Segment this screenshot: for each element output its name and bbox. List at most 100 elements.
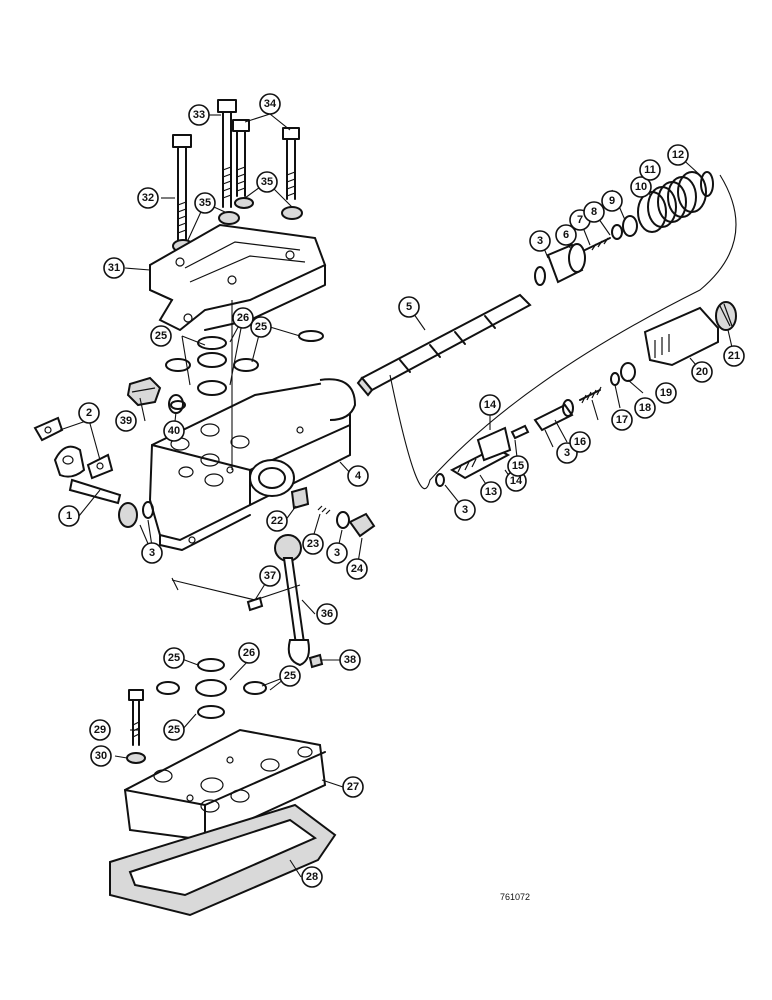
callout-12: 12 <box>667 144 689 166</box>
spring-11 <box>637 171 707 233</box>
o-ring-3-upper <box>534 266 546 286</box>
spring-parts-7-10 <box>584 215 638 251</box>
callout-25: 25 <box>250 316 272 338</box>
svg-text:3: 3 <box>334 547 340 559</box>
drawing-number: 761072 <box>500 892 530 902</box>
shaft-1 <box>53 445 122 505</box>
svg-text:1: 1 <box>66 510 72 522</box>
spring-17 <box>579 386 602 404</box>
svg-text:18: 18 <box>639 402 651 414</box>
callout-23: 23 <box>302 533 324 555</box>
callout-1: 1 <box>58 505 80 527</box>
svg-text:36: 36 <box>321 608 333 620</box>
svg-text:40: 40 <box>168 425 180 437</box>
svg-text:32: 32 <box>142 192 154 204</box>
svg-text:26: 26 <box>243 647 255 659</box>
callout-25: 25 <box>163 647 185 669</box>
svg-text:14: 14 <box>484 399 497 411</box>
svg-text:25: 25 <box>284 670 296 682</box>
svg-text:27: 27 <box>347 781 359 793</box>
svg-text:3: 3 <box>537 235 543 247</box>
ball-15 <box>510 424 530 440</box>
svg-text:2: 2 <box>86 407 92 419</box>
svg-text:14: 14 <box>510 475 523 487</box>
bolt-34-right <box>282 127 300 200</box>
o-ring-3-stem <box>435 473 445 487</box>
washer-30 <box>126 752 146 764</box>
svg-text:16: 16 <box>574 436 586 448</box>
bolt-33 <box>217 99 237 208</box>
callout-14: 14 <box>479 394 501 416</box>
seal-washer <box>118 501 154 528</box>
callout-3: 3 <box>141 542 163 564</box>
svg-text:30: 30 <box>95 750 107 762</box>
svg-text:33: 33 <box>193 109 205 121</box>
callout-27: 27 <box>342 776 364 798</box>
svg-text:4: 4 <box>355 470 362 482</box>
callout-3: 3 <box>326 542 348 564</box>
callout-39: 39 <box>115 410 137 432</box>
svg-text:29: 29 <box>94 724 106 736</box>
fitting-22 <box>290 486 310 510</box>
svg-text:9: 9 <box>609 195 615 207</box>
callout-29: 29 <box>89 719 111 741</box>
callout-26: 26 <box>232 307 254 329</box>
callout-40: 40 <box>163 420 185 442</box>
svg-text:20: 20 <box>696 366 708 378</box>
ring-12 <box>700 171 714 197</box>
spring-23 <box>317 505 331 515</box>
callout-2: 2 <box>78 402 100 424</box>
callout-11: 11 <box>639 159 661 181</box>
callout-33: 33 <box>188 104 210 126</box>
callout-17: 17 <box>611 409 633 431</box>
svg-text:37: 37 <box>264 570 276 582</box>
svg-text:28: 28 <box>306 871 318 883</box>
link-2 <box>33 416 114 480</box>
svg-text:39: 39 <box>120 415 132 427</box>
callout-25: 25 <box>150 325 172 347</box>
plunger-16 <box>533 399 574 432</box>
callout-26: 26 <box>238 642 260 664</box>
callout-18: 18 <box>634 397 656 419</box>
svg-text:24: 24 <box>351 563 364 575</box>
callout-28: 28 <box>301 866 323 888</box>
callout-6: 6 <box>555 224 577 246</box>
washer-18 <box>610 372 620 386</box>
callout-3: 3 <box>454 499 476 521</box>
svg-text:10: 10 <box>635 181 647 193</box>
sleeve-6 <box>546 243 586 284</box>
stem-13 <box>449 426 512 480</box>
pin-38 <box>308 653 324 669</box>
callout-25: 25 <box>163 719 185 741</box>
callout-36: 36 <box>316 603 338 625</box>
plug-39 <box>126 376 162 407</box>
callout-5: 5 <box>398 296 420 318</box>
callout-3: 3 <box>529 230 551 252</box>
callout-21: 21 <box>723 345 745 367</box>
callout-4: 4 <box>347 465 369 487</box>
svg-text:6: 6 <box>563 229 569 241</box>
callout-37: 37 <box>259 565 281 587</box>
o-rings-lower <box>156 658 267 719</box>
bolt-29 <box>128 689 144 746</box>
svg-text:23: 23 <box>307 538 319 550</box>
svg-text:38: 38 <box>344 654 356 666</box>
callout-20: 20 <box>691 361 713 383</box>
callout-34: 34 <box>259 93 281 115</box>
callout-8: 8 <box>583 201 605 223</box>
svg-text:26: 26 <box>237 312 249 324</box>
callout-22: 22 <box>266 510 288 532</box>
callout-24: 24 <box>346 558 368 580</box>
bolt-32 <box>172 134 192 243</box>
callout-13: 13 <box>480 481 502 503</box>
svg-text:15: 15 <box>512 460 524 472</box>
top-cover-plate-31 <box>149 223 327 332</box>
svg-text:25: 25 <box>255 321 267 333</box>
svg-text:35: 35 <box>261 176 273 188</box>
callout-38: 38 <box>339 649 361 671</box>
svg-text:12: 12 <box>672 149 684 161</box>
svg-text:17: 17 <box>616 414 628 426</box>
callout-35: 35 <box>194 192 216 214</box>
svg-text:31: 31 <box>108 262 120 274</box>
